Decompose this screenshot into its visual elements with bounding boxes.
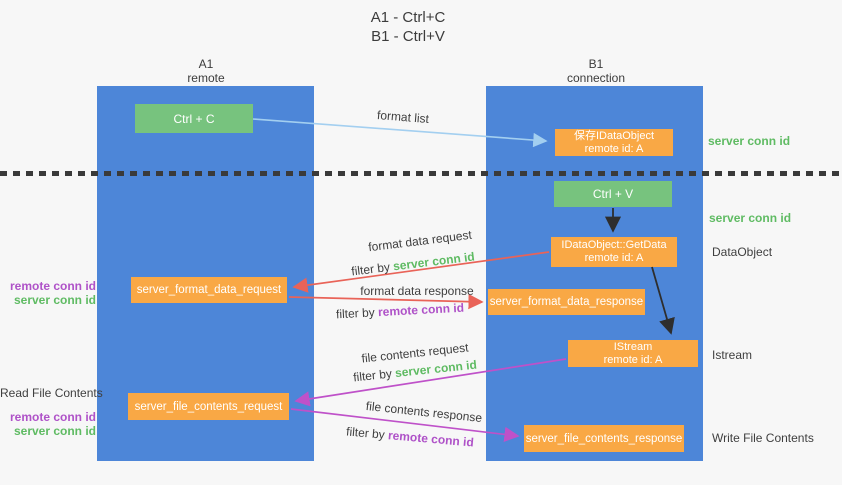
node-save-idataobject: 保存IDataObject remote id: A: [555, 129, 673, 156]
annotation-write-file-contents: Write File Contents: [712, 431, 814, 445]
lane-header-left: A1 remote: [146, 57, 266, 85]
node-server-file-contents-request: server_file_contents_request: [128, 393, 289, 420]
annotation-remote-conn-id-lower: remote conn id: [9, 410, 96, 424]
annotation-server-conn-id-top-right: server conn id: [708, 134, 791, 148]
node-ctrl-c: Ctrl + C: [135, 104, 253, 133]
node-format-request-label: server_format_data_request: [136, 284, 282, 296]
server-conn-id-text-2: server conn id: [394, 357, 478, 381]
diagram-title: A1 - Ctrl+C B1 - Ctrl+V: [308, 8, 508, 46]
annotation-remote-conn-id-upper: remote conn id: [9, 279, 96, 293]
label-format-data-response: format data response: [360, 284, 474, 298]
filter-by-text-1: filter by: [350, 259, 391, 279]
lane-left-role: remote: [187, 71, 225, 85]
remote-conn-id-text-1: remote conn id: [377, 300, 465, 320]
node-istream: IStream remote id: A: [568, 340, 698, 367]
lane-header-right: B1 connection: [536, 57, 656, 85]
annotation-dataobject: DataObject: [712, 245, 773, 259]
title-line-a1: A1 - Ctrl+C: [370, 9, 446, 26]
annotation-server-conn-id-upper-left: server conn id: [13, 293, 96, 307]
annotation-server-conn-id-mid-right: server conn id: [709, 211, 792, 225]
node-ctrl-v: Ctrl + V: [554, 181, 672, 207]
node-server-format-data-response: server_format_data_response: [488, 289, 645, 315]
annotation-read-file-contents: Read File Contents: [0, 386, 103, 400]
server-conn-id-text-1: server conn id: [392, 249, 476, 274]
label-filter-by-remote-conn-id-2: filter by remote conn id: [346, 424, 475, 449]
remote-conn-id-text-2: remote conn id: [387, 428, 475, 450]
annotation-istream: Istream: [712, 348, 753, 362]
node-istream-line1: IStream: [613, 340, 653, 353]
title-line-b1: B1 - Ctrl+V: [371, 28, 445, 45]
annotation-server-conn-id-lower-left: server conn id: [13, 424, 96, 438]
node-ctrl-v-label: Ctrl + V: [592, 187, 634, 201]
filter-by-text-2: filter by: [335, 305, 376, 322]
filter-by-text-4: filter by: [345, 424, 386, 442]
node-istream-line2: remote id: A: [603, 353, 663, 366]
node-getdata-line2: remote id: A: [584, 252, 644, 264]
label-file-contents-response: file contents response: [365, 398, 483, 426]
node-save-idataobject-line1: 保存IDataObject: [573, 129, 655, 142]
filter-by-text-3: filter by: [352, 366, 393, 385]
node-save-idataobject-line2: remote id: A: [584, 142, 644, 155]
node-server-format-data-request: server_format_data_request: [131, 277, 287, 303]
node-file-request-label: server_file_contents_request: [134, 400, 283, 413]
node-file-response-label: server_file_contents_response: [525, 432, 683, 445]
node-getdata-line1: IDataObject::GetData: [561, 239, 667, 251]
node-ctrl-c-label: Ctrl + C: [173, 111, 215, 126]
label-format-list: format list: [376, 107, 430, 127]
lane-left-name: A1: [198, 57, 214, 71]
lane-right-role: connection: [566, 71, 626, 85]
node-idataobject-getdata: IDataObject::GetData remote id: A: [551, 237, 677, 267]
node-server-file-contents-response: server_file_contents_response: [524, 425, 684, 452]
dotted-separator-line: [0, 171, 842, 176]
lane-right-name: B1: [588, 57, 604, 71]
node-format-response-label: server_format_data_response: [489, 296, 644, 308]
label-format-data-request: format data request: [367, 227, 473, 255]
label-filter-by-remote-conn-id-1: filter by remote conn id: [336, 301, 465, 322]
